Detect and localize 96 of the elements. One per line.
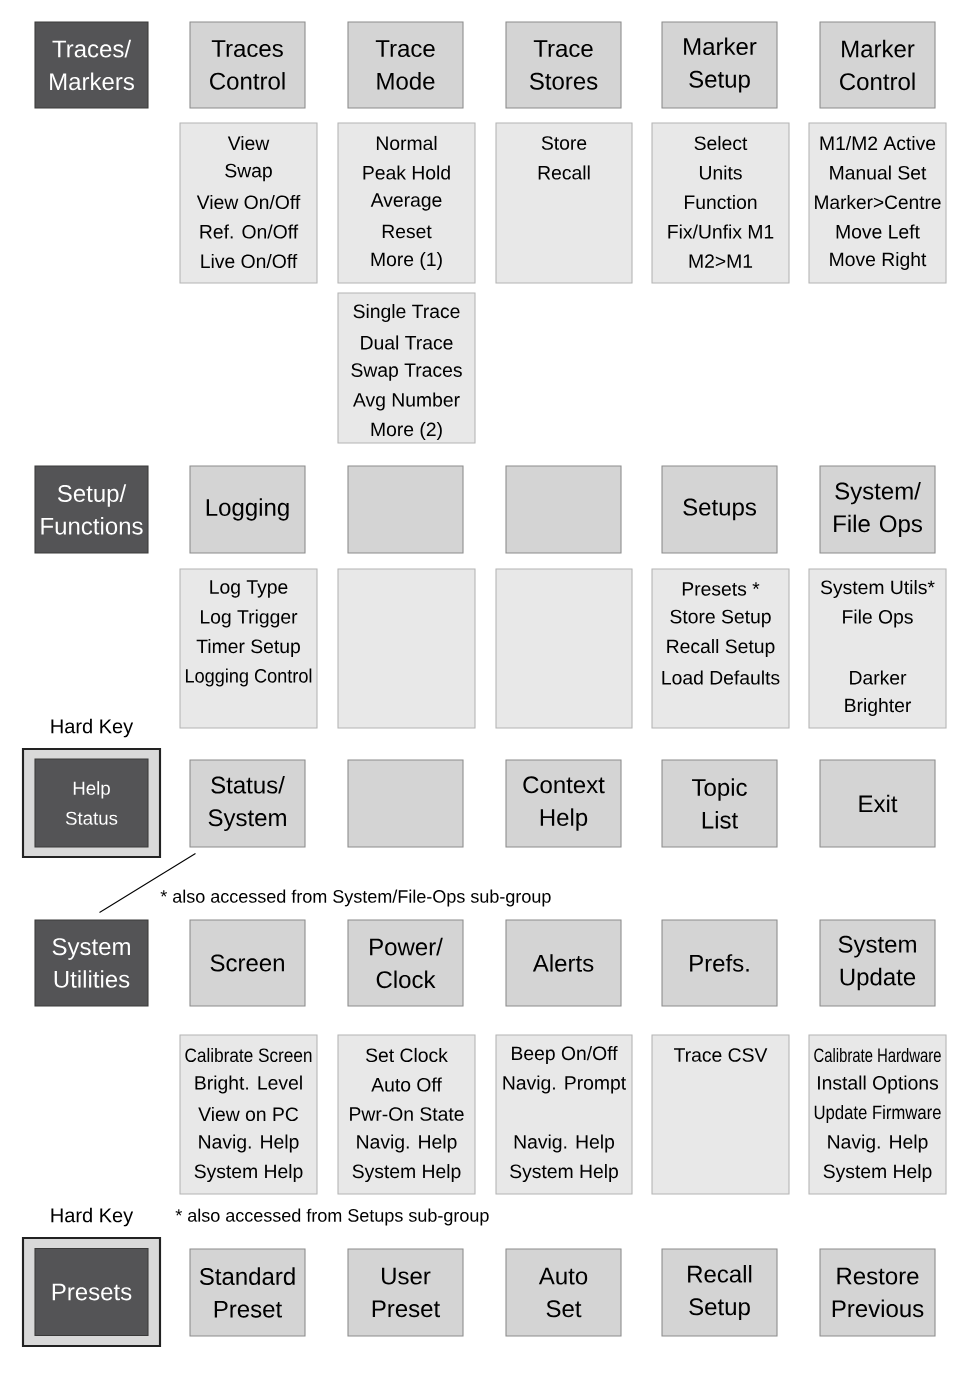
menu-item: Install Options — [818, 1075, 939, 1094]
soft-key: Restore Previous — [819, 1248, 936, 1337]
menu-item: Manual Set — [830, 165, 927, 180]
menu-item: More (2) — [371, 422, 442, 440]
menu-item: System Help — [194, 1164, 303, 1183]
footnote: * also accessed from Setups sub-group — [175, 1208, 489, 1226]
soft-key: Auto Set — [505, 1248, 622, 1337]
menu-item: Darker — [850, 670, 907, 685]
hard-key: Traces/ Markers — [34, 21, 149, 109]
menu-item: Navig. Help — [514, 1134, 615, 1153]
menu-item: Fix/Unfix M1 — [668, 224, 774, 239]
menu-item: M1/M2 Active — [820, 135, 936, 151]
menu-item: Store — [541, 136, 587, 150]
key-caption: Hard Key — [51, 1207, 134, 1227]
soft-key: Screen — [189, 919, 306, 1007]
menu-item: Recall Setup — [667, 639, 775, 657]
menu-item: Presets * — [682, 582, 760, 596]
soft-key: Prefs. — [661, 919, 778, 1007]
menu-item: Units — [699, 165, 742, 180]
soft-key: Trace Stores — [505, 21, 622, 109]
menu-item: Pwr-On State — [350, 1107, 464, 1121]
blank-key — [347, 759, 464, 848]
footnote: * also accessed from System/File-Ops sub-group — [160, 889, 551, 907]
menu-item: Navig. Help — [357, 1134, 457, 1153]
menu-item: Avg Number — [353, 392, 460, 411]
menu-item: Ref. On/Off — [200, 224, 299, 239]
menu-item: Live On/Off — [201, 253, 298, 269]
menu-item: Load Defaults — [662, 670, 780, 685]
blank-menu-panel — [495, 568, 633, 729]
menu-item: Single Trace — [353, 304, 460, 322]
blank-key — [347, 465, 464, 554]
soft-key: Topic List — [661, 759, 778, 848]
soft-key: Marker Control — [819, 21, 936, 109]
hard-key: Help Status — [34, 758, 149, 848]
menu-item: Function — [685, 194, 757, 210]
menu-item: Calibrate Screen — [185, 1047, 312, 1063]
menu-item: Normal — [376, 135, 437, 151]
menu-item: System Utils* — [820, 580, 935, 598]
menu-item: Navig. Prompt — [503, 1075, 626, 1094]
soft-key: Status/ System — [189, 759, 306, 848]
menu-item: Log Trigger — [201, 609, 298, 628]
menu-item: Logging Control — [186, 668, 312, 687]
hard-key: Setup/ Functions — [34, 465, 149, 554]
menu-item: Beep On/Off — [512, 1046, 618, 1065]
soft-key: Recall Setup — [661, 1248, 778, 1337]
menu-item: Navig. Help — [828, 1134, 928, 1153]
menu-item: Move Left — [836, 224, 920, 239]
soft-key: Traces Control — [189, 21, 306, 109]
key-caption: Hard Key — [51, 718, 134, 738]
menu-item: Navig. Help — [199, 1134, 299, 1153]
menu-item: View On/Off — [196, 194, 301, 210]
menu-item: M2>M1 — [689, 254, 753, 268]
soft-key: Trace Mode — [347, 21, 464, 109]
menu-item: System Help — [510, 1164, 618, 1183]
soft-key: Standard Preset — [189, 1248, 306, 1337]
menu-item: Select — [694, 135, 748, 151]
hard-key: Presets — [34, 1247, 149, 1337]
soft-key: Exit — [819, 759, 936, 848]
menu-item: Bright. Level — [195, 1075, 302, 1094]
soft-key: Context Help — [505, 759, 622, 848]
menu-item: Swap — [225, 163, 272, 182]
soft-key: System Update — [819, 919, 936, 1007]
menu-item: Average — [370, 193, 442, 211]
menu-item: Update Firmware — [814, 1105, 941, 1124]
menu-item: Store Setup — [670, 609, 771, 628]
menu-item: View on PC — [198, 1106, 299, 1122]
menu-item: Dual Trace — [361, 335, 453, 350]
soft-key: Setups — [661, 465, 778, 554]
menu-item: Set Clock — [366, 1047, 448, 1063]
menu-item: Auto Off — [371, 1077, 442, 1092]
menu-item: Swap Traces — [351, 363, 462, 381]
menu-item: View — [227, 135, 270, 151]
menu-item: Peak Hold — [363, 165, 450, 180]
menu-item: Reset — [382, 224, 432, 239]
menu-item: System Help — [823, 1164, 932, 1183]
menu-item: Recall — [538, 165, 590, 180]
hard-key: System Utilities — [34, 919, 149, 1007]
menu-item: Move Right — [830, 252, 927, 270]
menu-item: Calibrate Hardware — [814, 1047, 941, 1063]
menu-item: Timer Setup — [196, 639, 300, 657]
blank-key — [505, 465, 622, 554]
menu-item: Marker>Centre — [815, 194, 941, 210]
menu-item: File Ops — [843, 609, 913, 628]
soft-key: Power/ Clock — [347, 919, 464, 1007]
menu-item: Trace CSV — [674, 1048, 768, 1062]
soft-key: Alerts — [505, 919, 622, 1007]
blank-menu-panel — [337, 568, 476, 729]
soft-key: User Preset — [347, 1248, 464, 1337]
soft-key: Logging — [189, 465, 306, 554]
soft-key: System/ File Ops — [819, 465, 936, 554]
connector-line — [98, 853, 196, 913]
menu-item: Log Type — [210, 580, 288, 598]
menu-item: More (1) — [371, 252, 442, 270]
menu-item: Brighter — [845, 698, 912, 716]
soft-key: Marker Setup — [661, 21, 778, 109]
menu-item: System Help — [352, 1164, 461, 1183]
